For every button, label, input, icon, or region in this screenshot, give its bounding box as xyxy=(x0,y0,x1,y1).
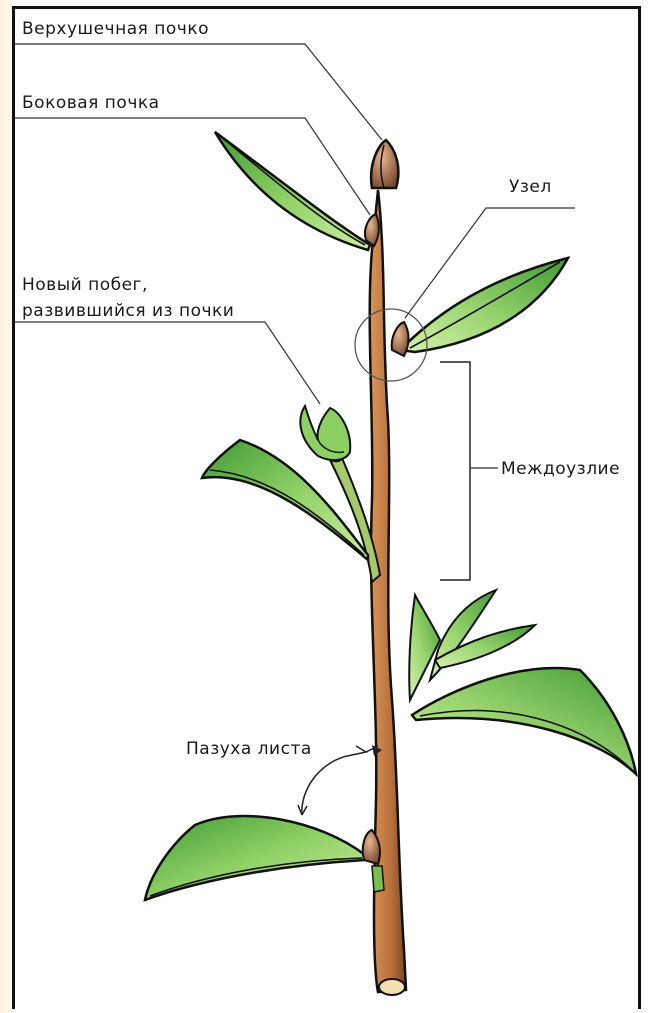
lateral-bud xyxy=(365,214,379,246)
stem-cut-end xyxy=(379,979,405,995)
leaf-lower-left xyxy=(145,816,365,900)
leaf-mid-right-small xyxy=(409,595,440,700)
label-apical-bud: Верхушечная почко xyxy=(22,19,209,39)
leaf-upper-left xyxy=(215,132,370,250)
leader-lateral-bud xyxy=(15,118,370,215)
label-leaf-axil: Пазуха листа xyxy=(186,739,312,759)
leader-new-shoot xyxy=(15,322,320,404)
label-internode: Междоузлие xyxy=(501,459,620,479)
label-new-shoot-line1: Новый побег, xyxy=(22,275,148,295)
leader-apical-bud xyxy=(15,44,382,140)
label-lateral-bud: Боковая почка xyxy=(22,93,160,113)
internode-bracket xyxy=(440,362,470,580)
leaf-axil-arrow xyxy=(302,755,352,815)
leaf-mid-right-large xyxy=(412,668,636,774)
label-node: Узел xyxy=(509,177,552,197)
node-bud xyxy=(392,322,409,356)
apical-bud xyxy=(371,140,398,188)
label-new-shoot-line2: развившийся из почки xyxy=(22,301,234,321)
lower-bud-base xyxy=(372,866,384,892)
